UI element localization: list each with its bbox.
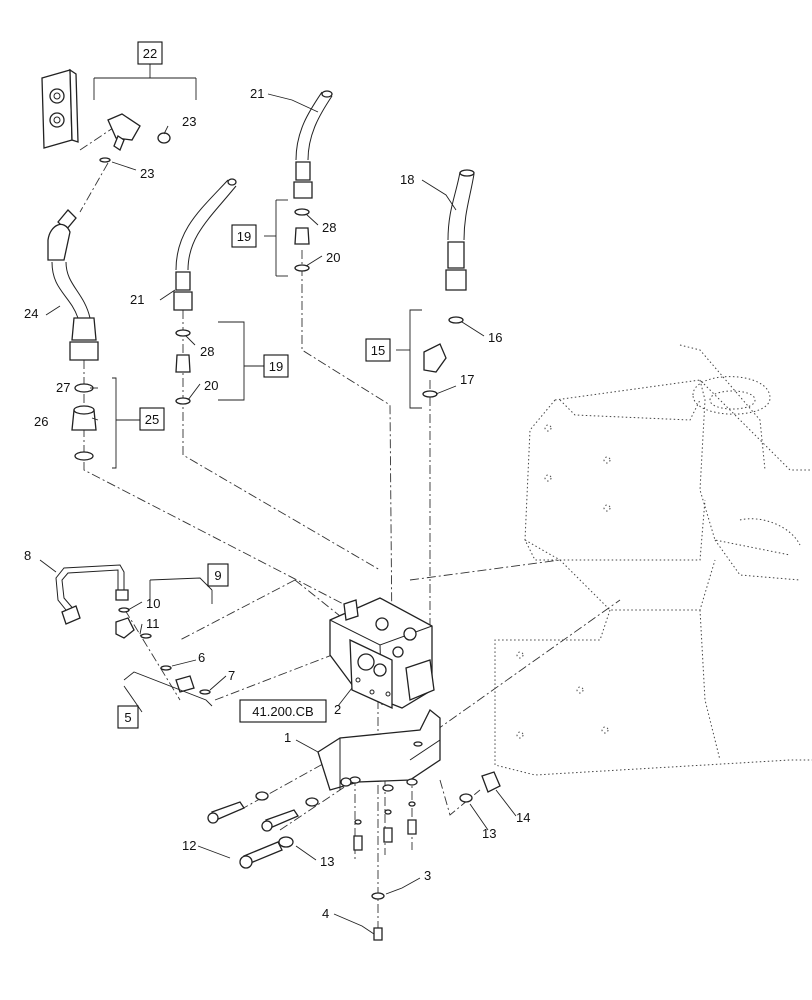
hardware-fasteners bbox=[207, 771, 501, 941]
adapter-group-25 bbox=[71, 383, 97, 461]
callout-box-19-b bbox=[263, 354, 289, 378]
elbow-group-15 bbox=[422, 316, 464, 398]
callout-26: 26 bbox=[34, 414, 48, 429]
callout-13-b: 13 bbox=[482, 826, 496, 841]
mounting-bracket-1 bbox=[317, 708, 441, 791]
reference-box bbox=[239, 699, 327, 723]
callout-19-a: 19 bbox=[237, 229, 251, 244]
callout-box-25 bbox=[139, 407, 165, 431]
callout-box-5 bbox=[117, 705, 139, 729]
fitting-group-9 bbox=[115, 607, 152, 639]
callout-12: 12 bbox=[182, 838, 196, 853]
callout-5: 5 bbox=[124, 710, 131, 725]
callout-19-b: 19 bbox=[269, 359, 283, 374]
callout-27: 27 bbox=[56, 380, 70, 395]
callout-20-a: 20 bbox=[204, 378, 218, 393]
callout-21-b: 21 bbox=[250, 86, 264, 101]
callout-8: 8 bbox=[24, 548, 31, 563]
callout-box-15 bbox=[365, 338, 391, 362]
hose-21-center bbox=[293, 90, 333, 199]
callout-7: 7 bbox=[228, 668, 235, 683]
callout-13-a: 13 bbox=[320, 854, 334, 869]
callout-4: 4 bbox=[322, 906, 329, 921]
callout-box-9 bbox=[207, 563, 229, 587]
callout-box-19-a bbox=[231, 224, 257, 248]
callout-28-a: 28 bbox=[200, 344, 214, 359]
tee-fitting-22 bbox=[99, 113, 171, 163]
callout-3: 3 bbox=[424, 868, 431, 883]
callout-21-a: 21 bbox=[130, 292, 144, 307]
assembly-centerlines bbox=[79, 127, 621, 940]
fitting-group-19-center bbox=[294, 208, 310, 272]
callout-18: 18 bbox=[400, 172, 414, 187]
fitting-group-19-left bbox=[175, 329, 191, 405]
callout-22: 22 bbox=[143, 46, 157, 61]
callout-6: 6 bbox=[198, 650, 205, 665]
control-valve-2 bbox=[329, 597, 435, 710]
valve-block-fragment bbox=[41, 68, 79, 149]
callout-labels: 22 23 23 21 18 19 28 20 21 24 28 20 19 1… bbox=[24, 41, 530, 921]
callout-9: 9 bbox=[214, 568, 221, 583]
reference-label[interactable]: 41.200.CB bbox=[252, 704, 313, 719]
callout-15: 15 bbox=[371, 343, 385, 358]
callout-2: 2 bbox=[334, 702, 341, 717]
callout-25: 25 bbox=[145, 412, 159, 427]
fitting-group-5 bbox=[160, 665, 211, 695]
tube-assembly-8 bbox=[55, 564, 129, 625]
callout-28-b: 28 bbox=[322, 220, 336, 235]
callout-box-22 bbox=[137, 41, 163, 65]
callout-23-a: 23 bbox=[182, 114, 196, 129]
callout-14: 14 bbox=[516, 810, 530, 825]
callout-24: 24 bbox=[24, 306, 38, 321]
callout-16: 16 bbox=[488, 330, 502, 345]
tractor-frame-outline bbox=[494, 344, 812, 776]
callout-23-b: 23 bbox=[140, 166, 154, 181]
callout-17: 17 bbox=[460, 372, 474, 387]
callout-11: 11 bbox=[146, 616, 160, 631]
hose-18 bbox=[445, 169, 475, 291]
callout-10: 10 bbox=[146, 596, 160, 611]
leader-lines bbox=[39, 64, 517, 935]
tube-assembly-24 bbox=[47, 209, 99, 361]
callout-20-b: 20 bbox=[326, 250, 340, 265]
callout-1: 1 bbox=[284, 730, 291, 745]
hose-21-left bbox=[173, 178, 237, 311]
